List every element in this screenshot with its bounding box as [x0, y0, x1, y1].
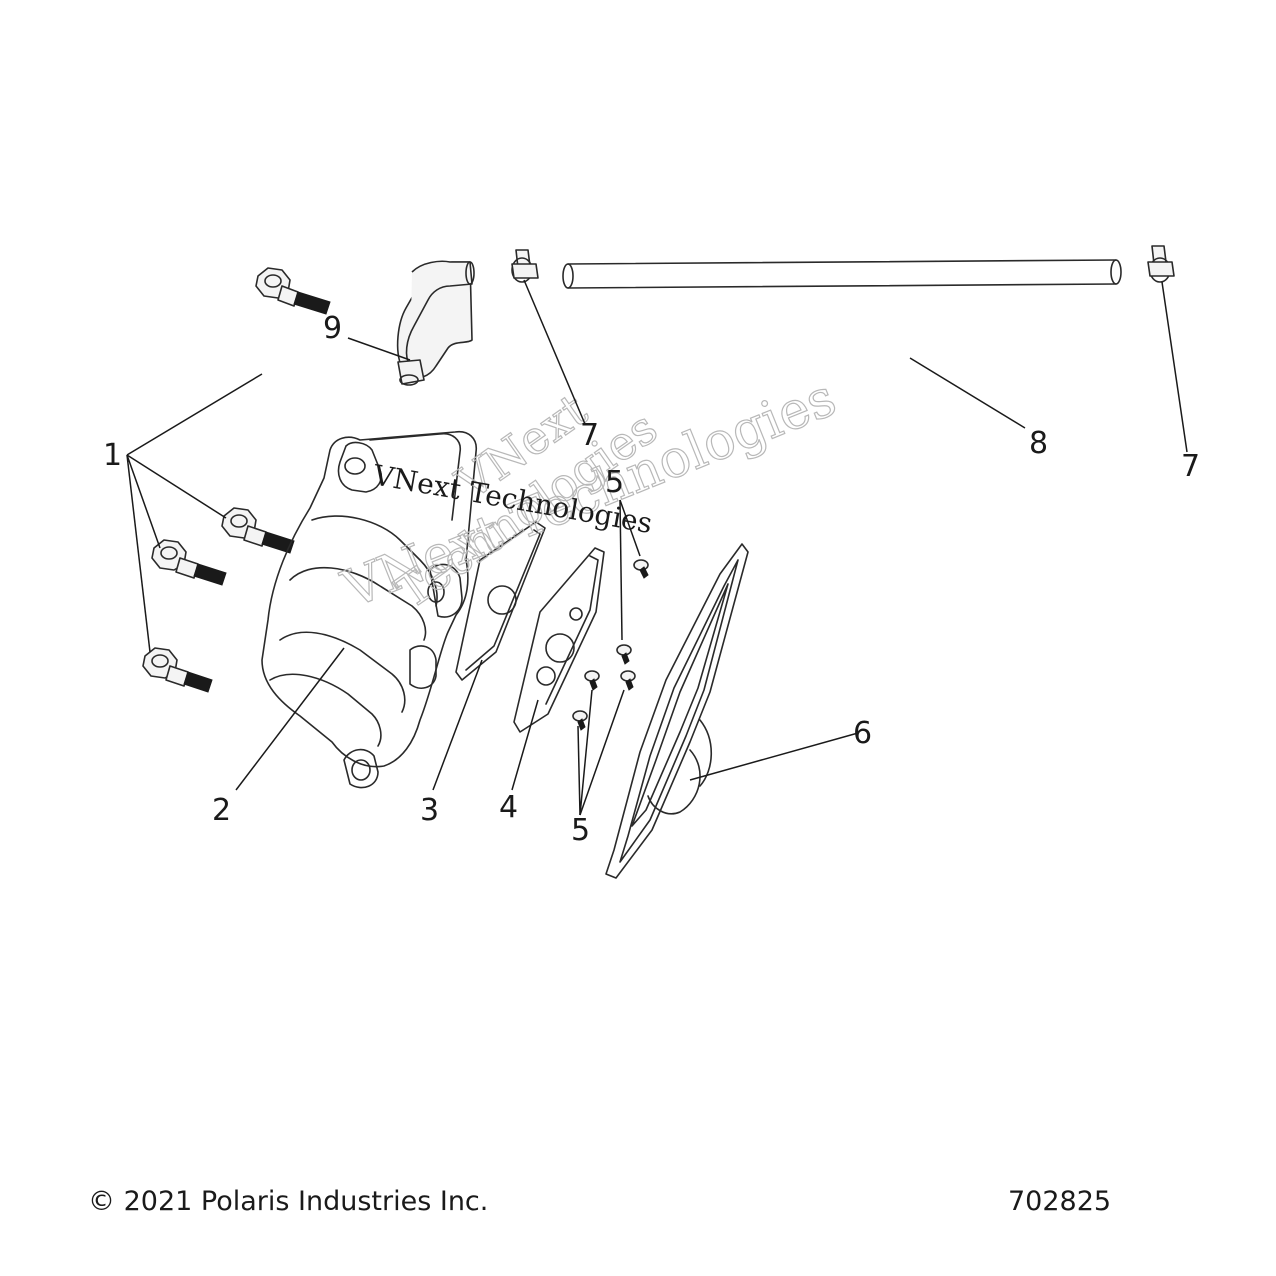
- hose-clamp-left: [511, 249, 539, 283]
- elbow-fitting: [396, 260, 475, 386]
- leader-lines: [126, 279, 1188, 816]
- screw-e: [572, 710, 588, 731]
- callout-7-left: 7: [580, 418, 599, 453]
- valve-cover: [605, 543, 749, 879]
- callout-5-lower: 5: [571, 813, 590, 848]
- hose: [562, 259, 1122, 289]
- flange-bolt-top: [255, 267, 331, 315]
- screw-a: [633, 559, 649, 579]
- diagram-number: 702825: [1008, 1186, 1112, 1217]
- flange-bolt-bottom: [142, 647, 213, 693]
- callout-1: 1: [103, 438, 122, 473]
- callout-2: 2: [212, 793, 231, 828]
- reed-valve-plate: [513, 547, 605, 733]
- watermark: VNext Technologies VNext Technologies VN…: [334, 367, 845, 621]
- callout-6: 6: [853, 716, 872, 751]
- callout-3: 3: [420, 793, 439, 828]
- callout-labels: 1 2 3 4 5 5 6 7 7 8 9: [103, 311, 1200, 848]
- callout-7-right: 7: [1181, 449, 1200, 484]
- callout-4: 4: [499, 790, 518, 825]
- hose-clamp-right: [1147, 245, 1175, 283]
- callout-9: 9: [323, 311, 342, 346]
- flange-bolt-upper-mid: [221, 507, 295, 554]
- flange-bolt-lower-mid: [151, 539, 227, 586]
- callout-5-upper: 5: [605, 465, 624, 500]
- screw-d: [620, 670, 636, 691]
- screw-c: [584, 670, 600, 691]
- screw-b: [616, 644, 632, 665]
- copyright-text: © 2021 Polaris Industries Inc.: [88, 1186, 489, 1217]
- gasket-plate: [455, 521, 546, 681]
- valve-housing: [261, 430, 478, 789]
- callout-8: 8: [1029, 426, 1048, 461]
